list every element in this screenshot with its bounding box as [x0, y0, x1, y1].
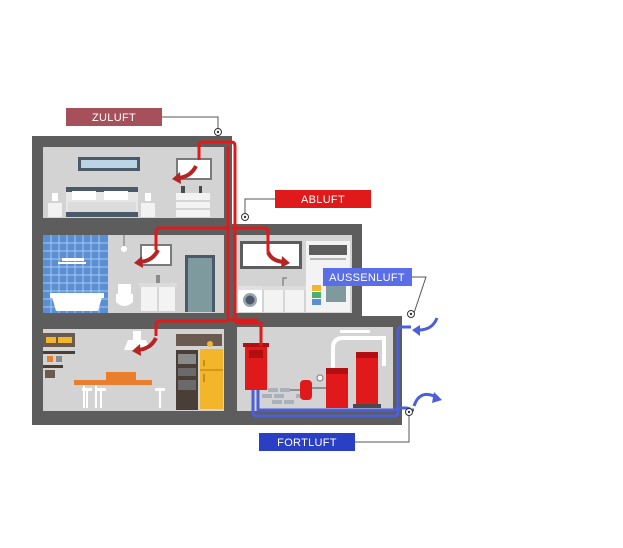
kitchen-counter [74, 380, 152, 385]
label-zuluft-box [66, 108, 162, 126]
label-fortluft-box [259, 433, 355, 451]
label-abluft-text: ABLUFT [301, 194, 345, 206]
supply-duct-riser [197, 140, 263, 346]
label-aussenluft: AUSSENLUFT [323, 268, 412, 286]
label-fortluft: FORTLUFT [259, 433, 355, 451]
leader-lines [162, 116, 427, 443]
label-aussenluft-box [323, 268, 412, 286]
leader-abluft [244, 198, 275, 216]
leader-dots [214, 128, 415, 416]
kitchen-furniture [43, 331, 223, 410]
technical-room-equipment [243, 330, 386, 408]
leader-fortluft [355, 414, 410, 443]
label-abluft: ABLUFT [275, 190, 371, 208]
supply-duct-riser-inner [226, 146, 258, 322]
kitchen-upper-cabinet [176, 334, 222, 346]
bathtub [52, 297, 102, 311]
leader-zuluft [162, 116, 219, 131]
boiler [326, 368, 348, 408]
duct-branch-bathroom [154, 226, 228, 250]
bathroom-furniture [43, 235, 215, 313]
ducts [132, 140, 442, 418]
dresser [176, 193, 210, 217]
label-zuluft-text: ZULUFT [92, 112, 136, 124]
laundry-furniture [238, 241, 350, 312]
expansion-vessel [300, 380, 312, 400]
toilet [118, 284, 131, 294]
duct-branch-kitchen [154, 319, 228, 336]
storage-tank [356, 352, 378, 408]
fridge [200, 349, 223, 409]
label-aussenluft-text: AUSSENLUFT [329, 272, 405, 284]
leader-aussenluft [412, 276, 427, 314]
outdoor-air-duct [251, 325, 411, 418]
label-abluft-box [275, 190, 371, 208]
label-fortluft-text: FORTLUFT [277, 437, 337, 449]
duct-branch-laundry [232, 226, 270, 252]
label-zuluft: ZULUFT [66, 108, 162, 126]
